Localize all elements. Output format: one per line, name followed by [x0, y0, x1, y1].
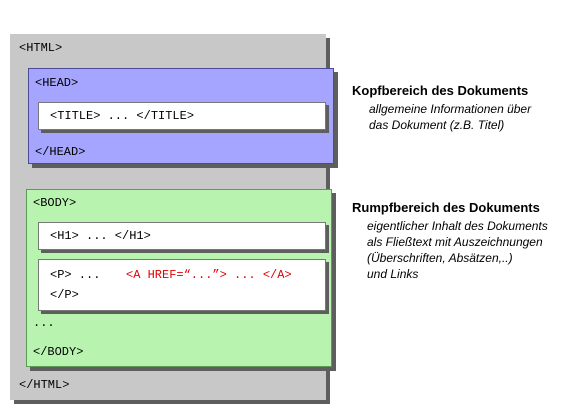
body-annotation-line: (Überschriften, Absätzen,..) — [367, 251, 513, 265]
body-close-tag: </BODY> — [33, 345, 84, 359]
head-annotation-title: Kopfbereich des Dokuments — [352, 83, 529, 98]
body-annotation-description: eigentlicher Inhalt des Dokuments als Fl… — [367, 218, 548, 282]
body-annotation-title: Rumpfbereich des Dokuments — [352, 200, 540, 215]
head-element-block: <HEAD> <TITLE> ... </TITLE> </HEAD> — [28, 68, 334, 164]
body-ellipsis: ... — [33, 316, 55, 330]
body-element-block: <BODY> <H1> ... </H1> <P> ... <A HREF=“.… — [26, 189, 332, 367]
h1-element-line: <H1> ... </H1> — [50, 229, 151, 243]
body-annotation-line: als Fließtext mit Auszeichnungen — [367, 235, 543, 249]
paragraph-close-tag: </P> — [50, 288, 79, 302]
head-open-tag: <HEAD> — [35, 76, 79, 90]
h1-element-box: <H1> ... </H1> — [38, 222, 326, 250]
title-element-box: <TITLE> ... </TITLE> — [38, 102, 326, 130]
head-close-tag: </HEAD> — [35, 145, 86, 159]
html-close-tag: </HTML> — [19, 378, 70, 392]
head-annotation-line: allgemeine Informationen über — [369, 102, 532, 116]
body-annotation-line: und Links — [367, 267, 419, 281]
paragraph-open-tag: <P> ... — [50, 268, 101, 282]
paragraph-element-box: <P> ... <A HREF=“...”> ... </A> </P> — [38, 259, 326, 311]
head-annotation-line: das Dokument (z.B. Titel) — [369, 118, 505, 132]
anchor-link-line: <A HREF=“...”> ... </A> — [126, 268, 292, 282]
head-annotation-description: allgemeine Informationen über das Dokume… — [369, 101, 531, 133]
html-element-block: <HTML> <HEAD> <TITLE> ... </TITLE> </HEA… — [10, 34, 334, 400]
html-open-tag: <HTML> — [19, 41, 63, 55]
body-annotation-line: eigentlicher Inhalt des Dokuments — [367, 219, 548, 233]
body-open-tag: <BODY> — [33, 196, 77, 210]
title-element-line: <TITLE> ... </TITLE> — [50, 109, 195, 123]
